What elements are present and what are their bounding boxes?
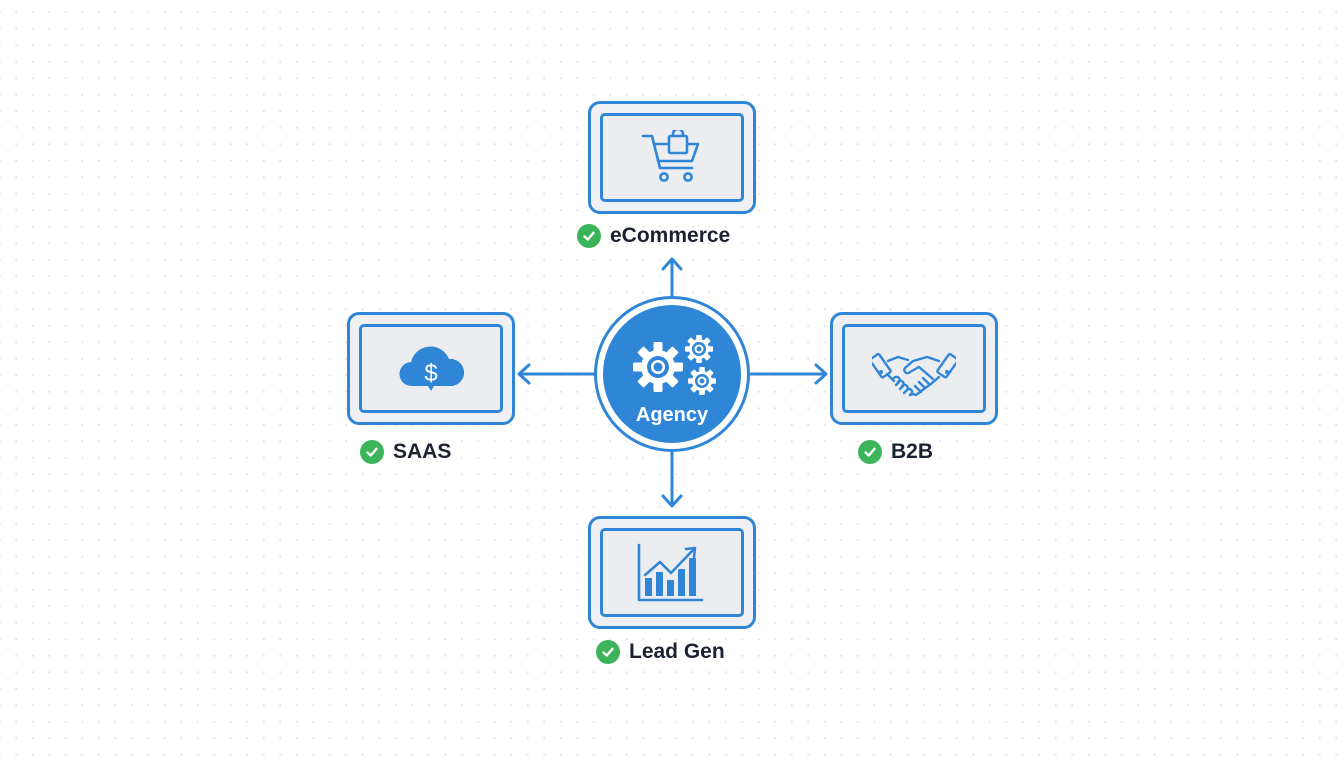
node-leadgen-panel bbox=[600, 528, 744, 617]
node-ecommerce-panel bbox=[600, 113, 744, 202]
edge-agency-ecommerce bbox=[661, 257, 683, 298]
node-b2b-panel bbox=[842, 324, 986, 413]
edge-agency-b2b bbox=[748, 363, 828, 385]
check-icon bbox=[596, 640, 620, 664]
label-b2b: B2B bbox=[858, 440, 933, 464]
label-leadgen-text: Lead Gen bbox=[629, 640, 725, 663]
handshake-icon bbox=[872, 352, 956, 396]
node-leadgen[interactable] bbox=[588, 516, 756, 629]
edge-agency-saas bbox=[517, 363, 596, 385]
agency-hub-core: Agency bbox=[603, 305, 741, 443]
label-saas-text: SAAS bbox=[393, 440, 452, 463]
cloud-dollar-icon: $ bbox=[399, 346, 465, 391]
node-saas[interactable]: $ bbox=[347, 312, 515, 425]
check-icon bbox=[858, 440, 882, 464]
label-b2b-text: B2B bbox=[891, 440, 934, 463]
edge-agency-leadgen bbox=[661, 450, 683, 508]
label-ecommerce: eCommerce bbox=[577, 224, 730, 248]
check-icon bbox=[360, 440, 384, 464]
agency-hub[interactable]: Agency bbox=[594, 296, 750, 452]
check-icon bbox=[577, 224, 601, 248]
label-leadgen: Lead Gen bbox=[596, 640, 725, 664]
agency-label: Agency bbox=[635, 404, 709, 426]
node-saas-panel: $ bbox=[359, 324, 503, 413]
label-ecommerce-text: eCommerce bbox=[610, 224, 731, 247]
node-b2b[interactable] bbox=[830, 312, 998, 425]
growth-chart-icon bbox=[637, 543, 704, 601]
svg-text:$: $ bbox=[424, 360, 437, 387]
shopping-cart-icon bbox=[641, 129, 700, 182]
gears-icon bbox=[633, 335, 716, 395]
node-ecommerce[interactable] bbox=[588, 101, 756, 214]
label-saas: SAAS bbox=[360, 440, 451, 464]
